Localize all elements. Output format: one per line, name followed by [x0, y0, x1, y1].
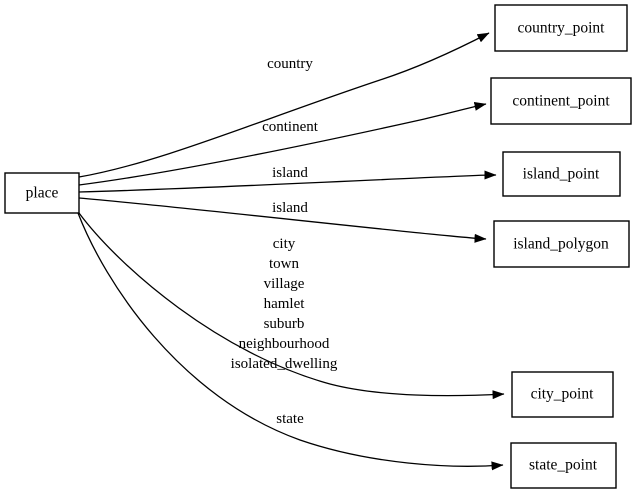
node-island_polygon-rect[interactable] [493, 220, 630, 268]
node-island_polygon-label: island_polygon [513, 236, 609, 253]
edge-label-city-values: city town village hamlet suburb neighbou… [231, 236, 338, 372]
edge-label-line-hamlet: hamlet [264, 296, 306, 312]
node-place-label: place [26, 185, 59, 202]
node-country_point[interactable]: country_point [494, 4, 628, 52]
node-place[interactable]: place [4, 172, 80, 214]
node-continent_point-label: continent_point [512, 93, 610, 110]
node-city_point-label: city_point [531, 386, 595, 403]
node-island_polygon[interactable]: island_polygon [493, 220, 630, 268]
edge-place-to-island_polygon[interactable] [78, 197, 487, 243]
edge-label-line-suburb: suburb [264, 316, 305, 332]
edge-label-line-village: village [264, 276, 305, 292]
edge-label-line-neighbourhood: neighbourhood [239, 336, 330, 352]
edge-label-line-isolated_dwelling: isolated_dwelling [231, 356, 338, 372]
node-island_point[interactable]: island_point [502, 151, 621, 197]
node-country_point-label: country_point [518, 20, 606, 37]
edge-group [77, 32, 505, 471]
edge-place-to-city_point[interactable] [78, 212, 505, 400]
node-continent_point-rect[interactable] [490, 77, 632, 125]
edge-place-to-country_point[interactable] [78, 32, 490, 178]
edge-label-group: country continent island island city tow… [231, 56, 338, 427]
edge-label-island-polygon: island [272, 200, 308, 216]
edge-label-line-city: city [273, 236, 296, 252]
edge-label-state: state [276, 411, 304, 427]
node-state_point[interactable]: state_point [510, 442, 617, 489]
edge-label-island-point: island [272, 165, 308, 181]
node-state_point-rect[interactable] [510, 442, 617, 489]
edge-place-to-continent_point[interactable] [78, 102, 487, 186]
edge-label-country: country [267, 56, 313, 72]
edge-label-continent: continent [262, 119, 319, 135]
node-island_point-label: island_point [523, 166, 600, 183]
edge-label-line-town: town [269, 256, 300, 272]
node-country_point-rect[interactable] [494, 4, 628, 52]
node-city_point[interactable]: city_point [511, 371, 614, 418]
node-continent_point[interactable]: continent_point [490, 77, 632, 125]
edge-place-to-island_point[interactable] [78, 170, 497, 193]
node-city_point-rect[interactable] [511, 371, 614, 418]
edge-place-to-state_point[interactable] [77, 212, 504, 471]
node-island_point-rect[interactable] [502, 151, 621, 197]
node-place-rect[interactable] [4, 172, 80, 214]
node-state_point-label: state_point [529, 457, 598, 474]
